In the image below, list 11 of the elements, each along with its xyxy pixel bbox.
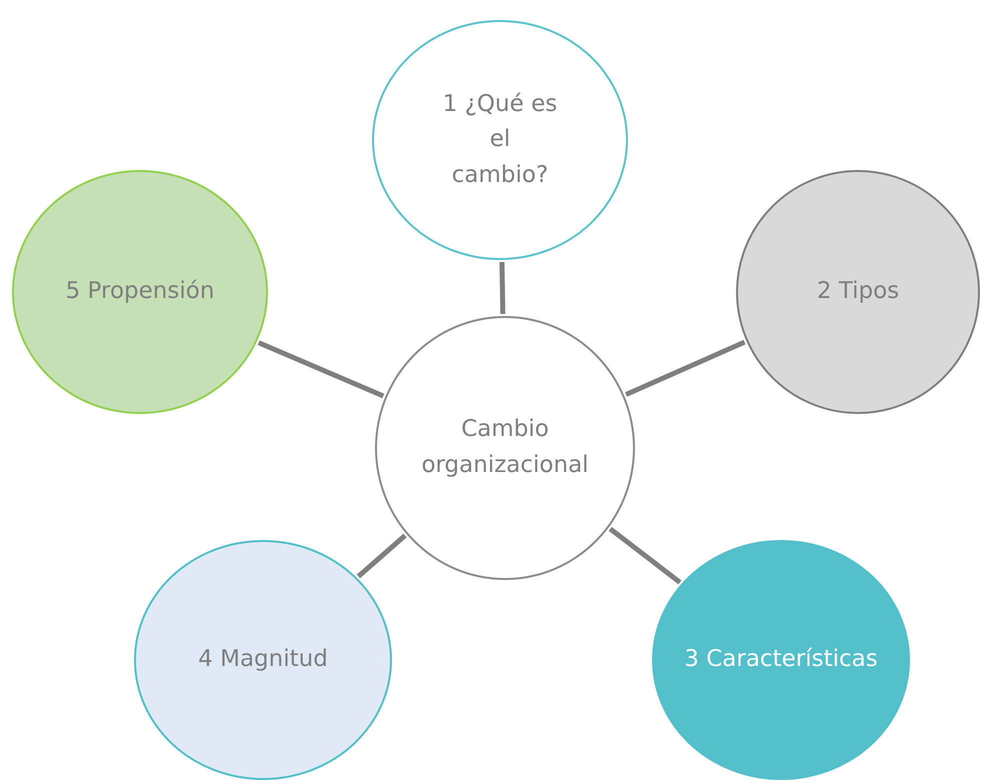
topic-label: 4 Magnitud xyxy=(198,645,328,674)
topic-label: 5 Propensión xyxy=(66,277,214,306)
connector-line xyxy=(258,340,384,398)
topic-label: 2 Tipos xyxy=(816,277,900,306)
connector-line xyxy=(499,262,506,314)
connector-line xyxy=(608,526,682,584)
connector-line xyxy=(356,534,407,578)
connector-line xyxy=(625,340,746,397)
topic-label: 3 Características xyxy=(684,645,878,674)
topic-label: 1 ¿Qué es el cambio? xyxy=(442,90,558,190)
topic-label: Cambio organizacional xyxy=(420,415,590,480)
